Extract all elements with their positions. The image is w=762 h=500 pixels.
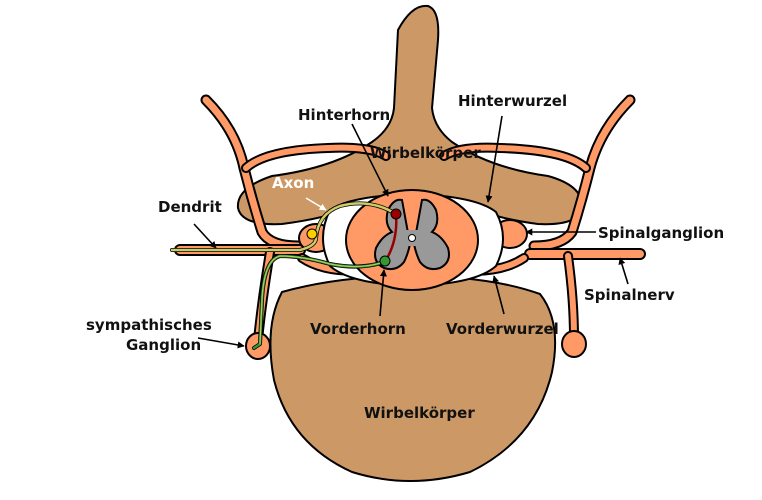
label-hinterhorn: Hinterhorn bbox=[298, 106, 390, 124]
pointer-arrows bbox=[193, 115, 629, 349]
label-axon: Axon bbox=[272, 174, 314, 192]
axon-pointer bbox=[305, 197, 327, 211]
vertebral-body bbox=[269, 274, 557, 482]
label-spinalnerv: Spinalnerv bbox=[584, 286, 675, 304]
sensory-cell-body bbox=[306, 228, 318, 240]
label-hinterwurzel: Hinterwurzel bbox=[458, 92, 567, 110]
vertebral-arch bbox=[236, 4, 584, 226]
label-dendrit: Dendrit bbox=[158, 198, 222, 216]
motor-fiber bbox=[252, 254, 386, 350]
label-wirbelkoerper-bottom: Wirbelkörper bbox=[364, 404, 475, 422]
arrow-hinterwurzel bbox=[485, 115, 503, 203]
sympathetic-ganglion-right bbox=[561, 330, 587, 358]
label-wirbelkoerper-top: Wirbelkörper bbox=[370, 144, 481, 162]
sensory-fiber bbox=[170, 201, 398, 252]
label-spinalganglion: Spinalganglion bbox=[598, 224, 724, 242]
label-vorderhorn: Vorderhorn bbox=[310, 320, 406, 338]
arrow-vorderwurzel bbox=[492, 275, 505, 315]
label-vorderwurzel: Vorderwurzel bbox=[446, 320, 559, 338]
arrow-sympathisches bbox=[197, 337, 245, 349]
grey-matter bbox=[374, 198, 450, 271]
labels: Hinterhorn Hinterwurzel Wirbelkörper Axo… bbox=[86, 92, 724, 422]
arrow-spinalnerv bbox=[618, 257, 629, 285]
interneuron bbox=[379, 208, 402, 267]
label-ganglion: Ganglion bbox=[126, 336, 201, 354]
arrow-hinterhorn bbox=[351, 123, 389, 197]
arrow-vorderhorn bbox=[379, 269, 387, 317]
label-sympathisches: sympathisches bbox=[86, 316, 212, 334]
arrow-dendrit bbox=[193, 223, 217, 249]
